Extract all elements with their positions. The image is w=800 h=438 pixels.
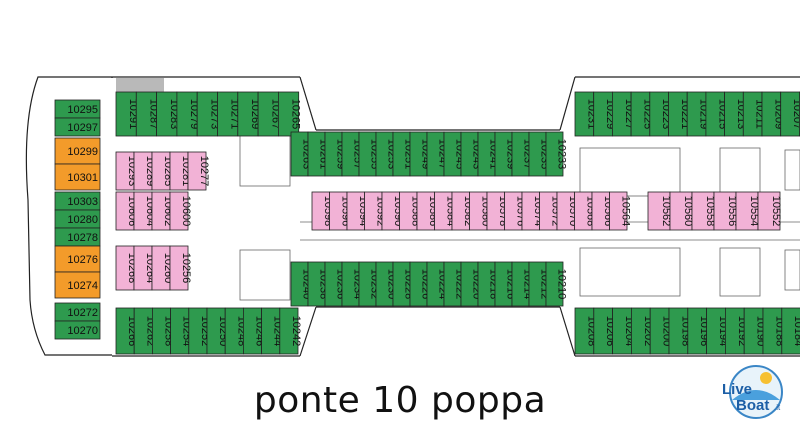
cabin-10239: 10239: [494, 131, 517, 177]
cabin-10554: 10554: [735, 191, 760, 231]
hull-outline: [25, 76, 800, 357]
cabin-10287: 10287: [135, 91, 159, 137]
cabin-10556: 10556: [713, 191, 738, 231]
cabin-10303: 10303: [54, 191, 101, 211]
cabin-10269: 10269: [237, 91, 261, 137]
cabin-number: 10278: [67, 232, 98, 244]
liveboat-logo: Live Boat .it: [722, 365, 783, 419]
cabin-number: 10274: [67, 280, 98, 292]
cabin-10184: 10184: [781, 307, 800, 355]
cabin-10299: 10299: [54, 137, 101, 165]
cabin-10242: 10242: [279, 307, 302, 355]
cabin-10233: 10233: [545, 131, 568, 177]
cabin-number: 10265: [290, 99, 302, 130]
cabin-10562: 10562: [647, 191, 672, 231]
svg-text:.it: .it: [774, 403, 781, 412]
cabin-number: 10303: [67, 196, 98, 208]
cabin-10272: 10272: [54, 302, 101, 322]
cabin-10278: 10278: [54, 227, 101, 247]
cabin-10568: 10568: [574, 191, 596, 231]
cabin-number: 10184: [792, 316, 800, 347]
cabin-10277: 10277: [187, 151, 210, 191]
cabin-number: 10554: [748, 196, 760, 227]
cabin-number: 10562: [660, 196, 672, 227]
svg-text:Boat: Boat: [736, 397, 769, 414]
cabin-number: 10600: [180, 196, 192, 227]
cabin-number: 10272: [67, 307, 98, 319]
cabin-10560: 10560: [669, 191, 694, 231]
cabin-number: 10558: [704, 196, 716, 227]
cabin-number: 10270: [67, 325, 98, 337]
cabin-number: 10207: [791, 99, 800, 130]
cabin-number: 10301: [67, 172, 98, 184]
cabin-number: 10242: [290, 316, 302, 347]
cabin-number: 10256: [180, 253, 192, 284]
cabin-number: 10277: [198, 156, 210, 187]
cabin-10279: 10279: [176, 91, 200, 137]
cabin-number: 10299: [67, 146, 98, 158]
cabin-10558: 10558: [691, 191, 716, 231]
cabin-number: 10276: [67, 254, 98, 266]
cabin-10265: 10265: [277, 91, 302, 137]
cabin-10280: 10280: [54, 209, 101, 229]
cabin-number: 10210: [556, 269, 568, 300]
cabin-10210: 10210: [545, 261, 568, 307]
cabin-10274: 10274: [54, 271, 101, 299]
svg-text:Live: Live: [722, 381, 752, 398]
cabin-10207: 10207: [780, 91, 800, 137]
cabin-10297: 10297: [54, 117, 101, 137]
page-title: ponte 10 poppa: [253, 380, 547, 421]
cabin-10267: 10267: [257, 91, 281, 137]
cabin-number: 10233: [556, 139, 568, 170]
cabin-number: 10552: [770, 196, 782, 227]
cabin-10270: 10270: [54, 320, 101, 340]
service-area-gray: [116, 78, 164, 92]
stern-cabins: 10295 10297 10299 10301 10303 10280 10278 10276…: [54, 99, 101, 340]
cabin-10276: 10276: [54, 245, 101, 273]
cabin-number: 10560: [682, 196, 694, 227]
cabin-10295: 10295: [54, 99, 101, 119]
cabin-10564: 10564: [609, 191, 631, 231]
cabin-10273: 10273: [196, 91, 220, 137]
cabin-10271: 10271: [217, 91, 241, 137]
cabin-10256: 10256: [169, 245, 192, 291]
cabin-number: 10297: [67, 122, 98, 134]
cabin-10301: 10301: [54, 163, 101, 191]
cabin-10600: 10600: [169, 191, 192, 231]
cabin-number: 10556: [726, 196, 738, 227]
cabin-number: 10564: [619, 196, 631, 227]
cabin-10291: 10291: [115, 91, 139, 137]
cabin-number: 10280: [67, 214, 98, 226]
cabin-10283: 10283: [156, 91, 180, 137]
cabin-number: 10295: [67, 104, 98, 116]
cabin-10552: 10552: [757, 191, 782, 231]
